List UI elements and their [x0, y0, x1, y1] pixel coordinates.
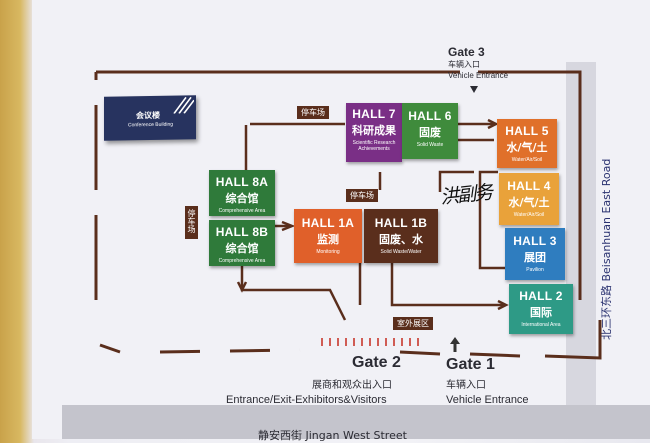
- gate3-en: Vehicle Entrance: [448, 71, 509, 80]
- gate3-zh: 车辆入口: [448, 60, 480, 69]
- handwritten-note: 洪副务: [439, 181, 493, 209]
- hall-6[interactable]: HALL 6 固废 Solid Waste: [402, 103, 458, 159]
- conference-stripes-icon: [173, 96, 194, 114]
- south-road-band: [62, 405, 650, 439]
- gate1-en: Vehicle Entrance: [446, 394, 529, 406]
- gate2-zh: 展商和观众出入口: [312, 380, 392, 391]
- outdoor-exhibition-tag: 室外展区: [393, 317, 433, 330]
- hall-1b[interactable]: HALL 1B 固废、水 Solid Waste/Water: [364, 209, 438, 263]
- parking-tag-middle: 停车场: [346, 189, 378, 202]
- hall-1a[interactable]: HALL 1A 监测 Monitoring: [294, 209, 362, 263]
- hall-3[interactable]: HALL 3 展团 Pavilion: [505, 228, 565, 280]
- hall-4[interactable]: HALL 4 水/气/土 Water/Air/Soil: [499, 173, 559, 225]
- conference-building[interactable]: 会议楼 Conference Building: [104, 95, 196, 141]
- conference-label-en: Conference Building: [128, 121, 174, 129]
- hall-2[interactable]: HALL 2 国际 International Area: [509, 284, 573, 334]
- hall-8a[interactable]: HALL 8A 综合馆 Comprehensive Area: [209, 170, 275, 216]
- hall-5[interactable]: HALL 5 水/气/土 Water/Air/Soil: [497, 119, 557, 168]
- gate3-name: Gate 3: [448, 45, 485, 59]
- gate1-zh: 车辆入口: [446, 380, 486, 391]
- entrance-arrows: [321, 338, 419, 346]
- conference-label-zh: 会议楼: [136, 110, 160, 121]
- gate2-name: Gate 2: [352, 354, 401, 371]
- hall-7[interactable]: HALL 7 科研成果 Scientific Research Achievem…: [346, 103, 402, 162]
- parking-tag-top: 停车场: [297, 106, 329, 119]
- hall-8b[interactable]: HALL 8B 综合馆 Comprehensive Area: [209, 220, 275, 266]
- parking-tag-vertical: 停车场: [185, 206, 198, 239]
- gate1-name: Gate 1: [446, 356, 495, 373]
- gate2-en: Entrance/Exit-Exhibitors&Visitors: [226, 394, 387, 406]
